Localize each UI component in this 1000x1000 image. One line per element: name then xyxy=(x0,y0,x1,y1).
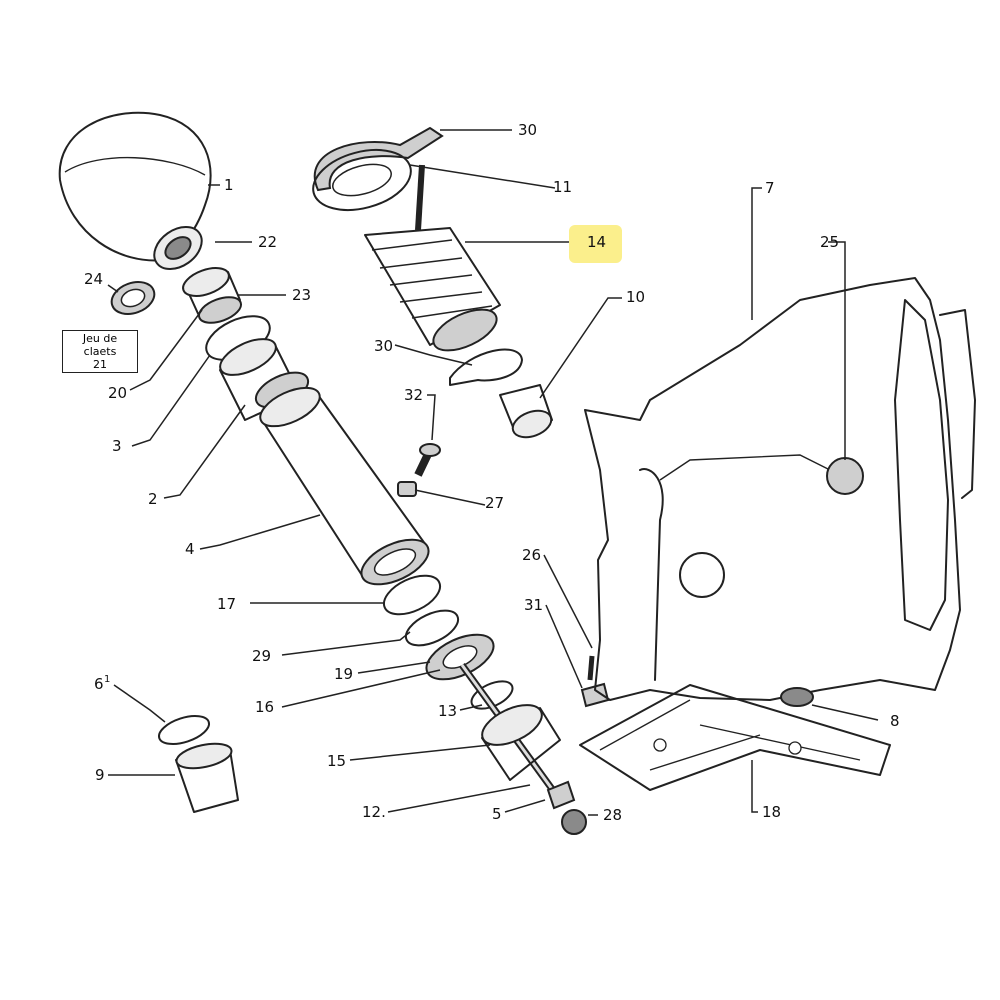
bush-part-8 xyxy=(780,687,814,707)
nut-part-27 xyxy=(397,481,417,497)
ring-part-17 xyxy=(382,574,442,616)
leader-lines xyxy=(107,129,879,816)
callout-3: 3 xyxy=(112,437,122,455)
clamp-part-30-lower xyxy=(449,348,523,386)
callout-4: 4 xyxy=(185,540,195,558)
bracket-part-18 xyxy=(579,684,891,791)
callout-7: 7 xyxy=(765,179,775,197)
ring-part-29 xyxy=(404,609,460,647)
ball-part-28 xyxy=(561,809,587,835)
callout-17: 17 xyxy=(217,595,237,613)
sphere-part-1 xyxy=(58,111,212,270)
callout-28: 28 xyxy=(603,806,623,824)
callout-9: 9 xyxy=(95,766,105,784)
callout-16: 16 xyxy=(255,698,275,716)
callout-8: 8 xyxy=(890,712,900,730)
callout-25: 25 xyxy=(820,233,840,251)
callout-6: 6 xyxy=(94,675,104,693)
callout-31: 31 xyxy=(524,596,544,614)
bolt-part-32 xyxy=(414,443,441,477)
callout-29: 29 xyxy=(252,647,272,665)
callout-5: 5 xyxy=(492,805,502,823)
boxed-note-number: 21 xyxy=(93,358,107,371)
callout-18: 18 xyxy=(762,803,782,821)
callout-13: 13 xyxy=(438,702,458,720)
callout-27: 27 xyxy=(485,494,505,512)
callout-19: 19 xyxy=(334,665,354,683)
callout-1: 1 xyxy=(224,176,234,194)
boxed-note-title: Jeu de claets xyxy=(82,332,118,358)
circlip-part-6 xyxy=(157,715,211,745)
nut-part-22-23 xyxy=(182,267,243,324)
washer-part-13 xyxy=(470,680,514,710)
callout-30-lower: 30 xyxy=(374,337,394,355)
nut-part-5 xyxy=(546,780,576,810)
bellows-boot-part-14 xyxy=(364,164,501,352)
callout-12: 12. xyxy=(362,803,386,821)
callout-20: 20 xyxy=(108,384,128,402)
callout-10: 10 xyxy=(626,288,646,306)
bushing-part-9 xyxy=(175,742,239,813)
clip-part-31 xyxy=(580,682,610,708)
boot-part-15 xyxy=(481,704,561,781)
sleeve-part-10 xyxy=(499,384,553,439)
collar-part-11 xyxy=(312,149,412,211)
callout-24: 24 xyxy=(84,270,104,288)
callout-32: 32 xyxy=(404,386,424,404)
ring-part-24 xyxy=(110,281,156,315)
clamp-part-30-top xyxy=(313,126,444,192)
callout-23: 23 xyxy=(292,286,312,304)
callout-22: 22 xyxy=(258,233,278,251)
housing-panel-part-7 xyxy=(584,277,976,701)
callout-6-fraction: 1 xyxy=(104,674,111,685)
callout-30-top: 30 xyxy=(518,121,538,139)
screw-part-26 xyxy=(587,655,595,681)
seal-part-19 xyxy=(425,633,495,681)
callout-2: 2 xyxy=(148,490,158,508)
boxed-note: Jeu de claets 21 xyxy=(62,330,138,373)
cylinder-part-4 xyxy=(259,386,430,586)
callout-15: 15 xyxy=(327,752,347,770)
callout-highlight xyxy=(569,225,622,263)
callout-26: 26 xyxy=(522,546,542,564)
callout-11: 11 xyxy=(553,178,573,196)
callout-14: 14 xyxy=(587,233,607,251)
